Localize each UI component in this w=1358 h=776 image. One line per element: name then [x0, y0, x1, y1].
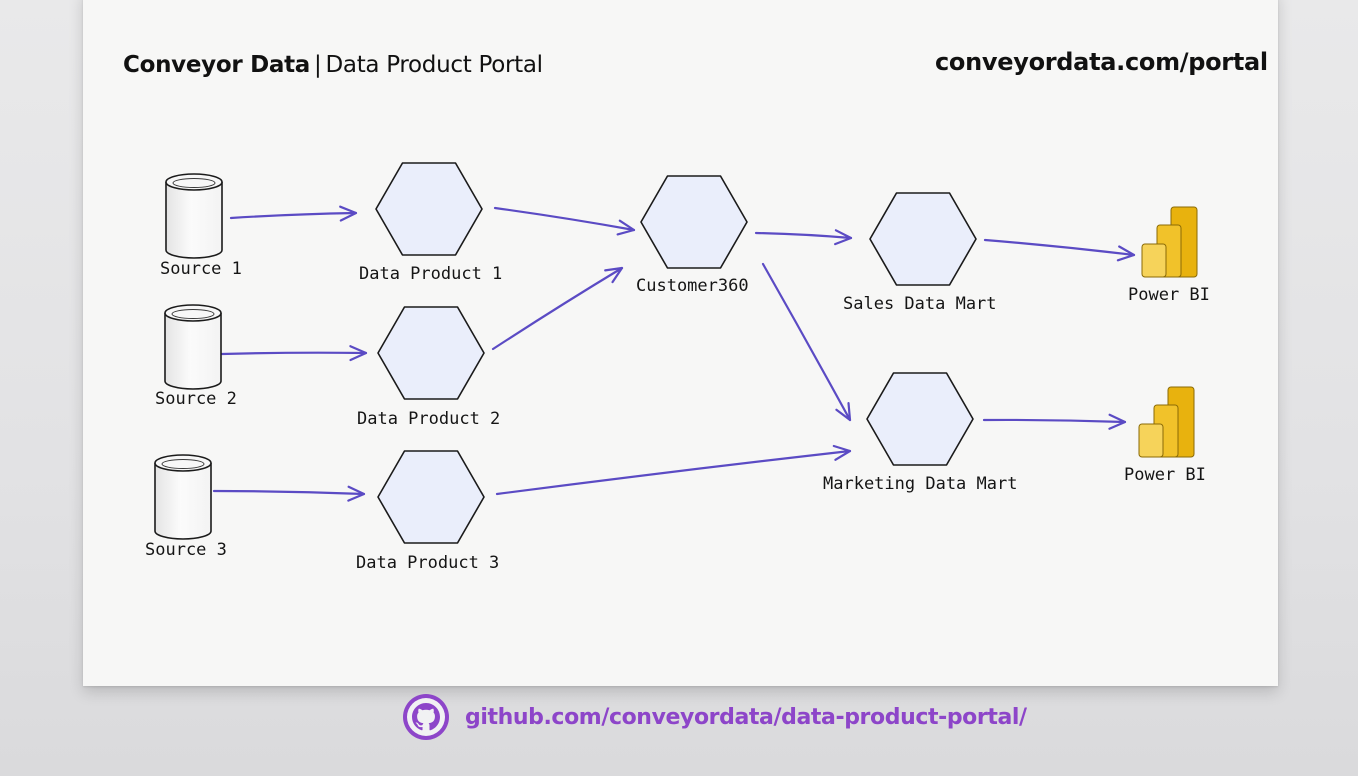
node-label: Marketing Data Mart	[823, 474, 1017, 494]
portal-url[interactable]: conveyordata.com/portal	[935, 48, 1268, 76]
page-title: Conveyor Data|Data Product Portal	[123, 52, 543, 78]
hexagon-icon	[869, 192, 977, 286]
node-label: Source 1	[160, 259, 242, 279]
node-source-1[interactable]: Source 1	[160, 173, 242, 279]
node-power-bi-1[interactable]: Power BI	[1128, 206, 1210, 305]
edge-customer360-to-marketing-data-mart	[761, 262, 852, 422]
paper-canvas	[83, 0, 1278, 686]
node-data-product-1[interactable]: Data Product 1	[359, 162, 502, 284]
node-data-product-2[interactable]: Data Product 2	[357, 306, 500, 429]
node-label: Sales Data Mart	[843, 294, 997, 314]
power-bi-icon	[1141, 206, 1198, 278]
github-link[interactable]: github.com/conveyordata/data-product-por…	[465, 704, 1027, 730]
brand-name: Conveyor Data	[123, 52, 311, 78]
node-label: Source 3	[145, 540, 227, 560]
edge-data-product-2-to-customer360	[491, 266, 624, 351]
node-sales-data-mart[interactable]: Sales Data Mart	[843, 192, 997, 314]
node-label: Data Product 1	[359, 264, 502, 284]
node-power-bi-2[interactable]: Power BI	[1124, 386, 1206, 485]
edge-customer360-to-sales-data-mart	[754, 229, 853, 246]
power-bi-icon	[1138, 386, 1195, 458]
node-label: Customer360	[636, 276, 749, 296]
node-label: Power BI	[1124, 465, 1206, 485]
hexagon-icon	[377, 306, 485, 400]
edge-marketing-data-mart-to-power-bi-2	[982, 413, 1127, 430]
edge-source-1-to-data-product-1	[229, 205, 358, 222]
portal-title: Data Product Portal	[325, 52, 543, 78]
node-label: Source 2	[155, 389, 237, 409]
edge-source-3-to-data-product-3	[212, 485, 366, 502]
hexagon-icon	[866, 372, 974, 466]
edge-data-product-3-to-marketing-data-mart	[495, 444, 852, 496]
node-marketing-data-mart[interactable]: Marketing Data Mart	[823, 372, 1017, 494]
database-icon	[154, 454, 212, 540]
node-label: Data Product 2	[357, 409, 500, 429]
hexagon-icon	[377, 450, 485, 544]
footer: github.com/conveyordata/data-product-por…	[403, 694, 1027, 740]
github-icon[interactable]	[403, 694, 449, 740]
node-source-3[interactable]: Source 3	[145, 454, 227, 560]
database-icon	[165, 173, 223, 259]
node-label: Power BI	[1128, 285, 1210, 305]
node-label: Data Product 3	[356, 553, 499, 573]
hexagon-icon	[640, 175, 748, 269]
edge-data-product-1-to-customer360	[493, 206, 636, 236]
title-separator: |	[314, 52, 322, 78]
hexagon-icon	[375, 162, 483, 256]
edge-sales-data-mart-to-power-bi-1	[983, 238, 1136, 262]
node-source-2[interactable]: Source 2	[155, 304, 237, 409]
node-customer360[interactable]: Customer360	[636, 175, 749, 296]
database-icon	[164, 304, 222, 390]
edge-source-2-to-data-product-2	[220, 345, 368, 362]
node-data-product-3[interactable]: Data Product 3	[356, 450, 499, 573]
